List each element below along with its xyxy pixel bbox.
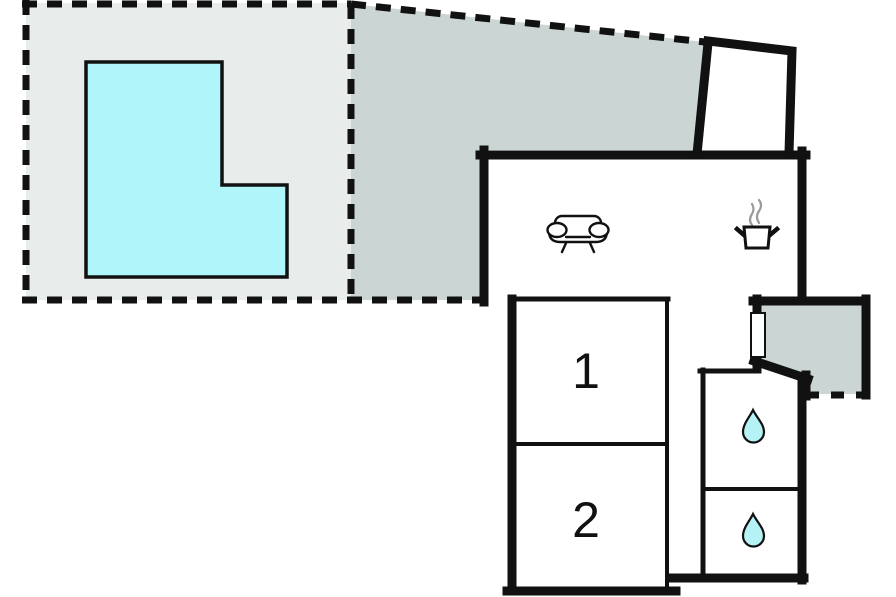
swimming-pool	[84, 60, 289, 279]
bedroom-1-label: 1	[572, 343, 600, 399]
sofa-armrest-right	[588, 221, 610, 239]
plot-boundary-top-slant	[350, 0, 706, 46]
wall-porch-left-slant	[692, 38, 713, 159]
interior-walls	[509, 296, 802, 591]
terrace-door	[750, 312, 766, 358]
sofa-leg-left	[560, 241, 568, 254]
pot-handle-left	[733, 225, 748, 239]
steam-line-right	[755, 198, 763, 225]
bedroom-2-label: 2	[572, 492, 600, 548]
steam-line-left	[748, 202, 755, 227]
pot-handles	[733, 225, 781, 239]
pot-body	[742, 225, 772, 250]
sofa-icon	[546, 214, 610, 254]
sofa-leg-right	[588, 241, 596, 254]
cooking-pot-icon	[733, 198, 781, 250]
wall-porch	[702, 35, 797, 158]
plot-boundary-dashed-lines	[22, 0, 706, 304]
bathroom-icons	[741, 407, 766, 548]
pot-handle-right	[766, 225, 781, 239]
water-drop-icon-bathroom-1	[741, 407, 766, 444]
steam-lines	[748, 198, 763, 227]
water-drop-icon-bathroom-2	[741, 511, 766, 548]
sofa-armrest-left	[546, 221, 568, 239]
porch-floor	[697, 41, 792, 154]
